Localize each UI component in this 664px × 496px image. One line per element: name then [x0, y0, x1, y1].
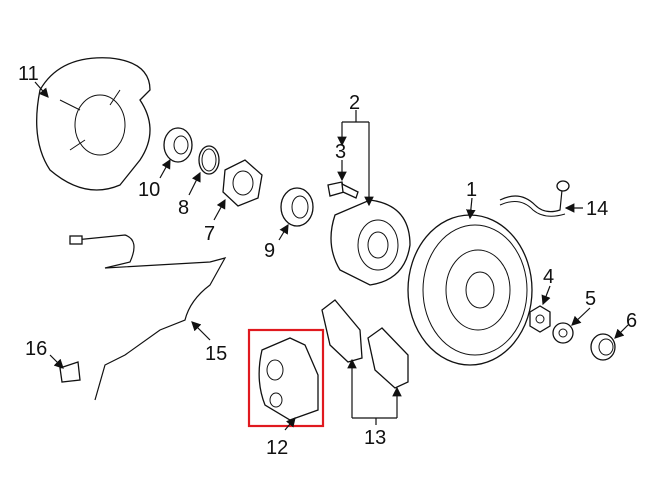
brake-hose-part[interactable] [499, 180, 570, 217]
bearing-part[interactable] [163, 127, 193, 163]
callout-13: 13 [364, 427, 386, 449]
nut-part[interactable] [529, 305, 551, 333]
hub-cap-part[interactable] [590, 333, 616, 361]
brake-pads-part[interactable] [321, 299, 409, 389]
brake-caliper-part[interactable] [258, 337, 319, 421]
toothed-washer-part[interactable] [552, 322, 574, 344]
stud-part[interactable] [327, 181, 359, 199]
callout-5: 5 [585, 288, 596, 310]
callout-1: 1 [466, 179, 477, 201]
callout-16: 16 [25, 338, 47, 360]
seal-part[interactable] [280, 187, 314, 227]
hub-assembly-part[interactable] [330, 199, 411, 286]
callout-9: 9 [264, 240, 275, 262]
callout-14: 14 [586, 198, 608, 220]
bracket-part[interactable] [59, 361, 81, 383]
callout-3: 3 [335, 141, 346, 163]
wheel-hub-part[interactable] [222, 159, 263, 207]
abs-sensor-wire-part[interactable] [69, 234, 227, 401]
o-ring-part[interactable] [198, 145, 220, 175]
dust-shield-part[interactable] [36, 57, 151, 191]
brake-rotor-part[interactable] [407, 214, 533, 366]
callout-4: 4 [543, 266, 554, 288]
callout-15: 15 [205, 343, 227, 365]
callout-2: 2 [349, 92, 360, 114]
callout-6: 6 [626, 310, 637, 332]
callout-11: 11 [18, 63, 39, 85]
callout-10: 10 [138, 179, 160, 201]
leader-lines [34, 81, 629, 431]
callout-7: 7 [204, 223, 215, 245]
callout-8: 8 [178, 197, 189, 219]
callout-12: 12 [266, 437, 288, 459]
